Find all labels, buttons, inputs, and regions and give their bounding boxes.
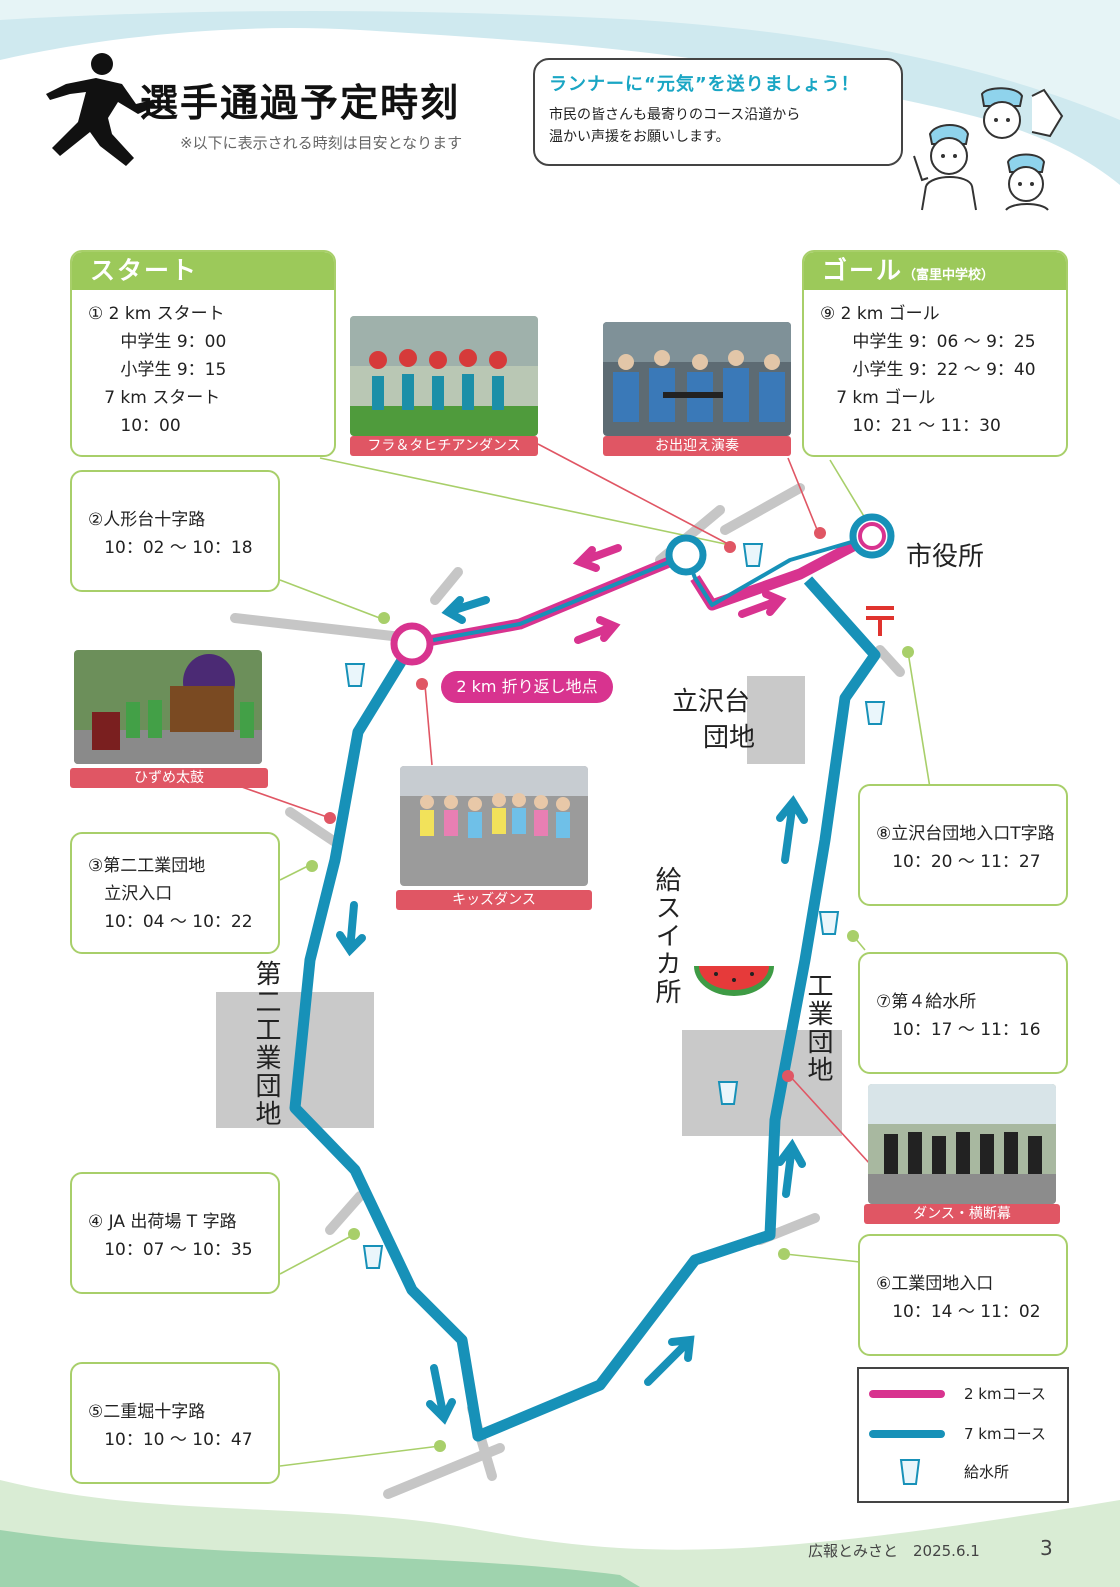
card-checkpoint-5: ⑤二重堀十字路 10：10 ～ 10：47 — [70, 1362, 280, 1484]
footer-publication: 広報とみさと 2025.6.1 — [808, 1542, 980, 1560]
card-checkpoint-6: ⑥工業団地入口 10：14 ～ 11：02 — [858, 1234, 1068, 1356]
legend-swatch-2km — [869, 1390, 945, 1398]
card-start: スタート ① 2 km スタート 中学生 9：00 小学生 9：15 7 km … — [70, 250, 336, 457]
label-city-hall: 市役所 — [906, 542, 985, 572]
photo-brass-band-label: お出迎え演奏 — [603, 436, 791, 456]
runner-icon — [46, 53, 156, 166]
page-title: 選手通過予定時刻 — [140, 81, 461, 125]
message-line-1: 市民の皆さんも最寄りのコース沿道から — [549, 107, 801, 123]
page-number: 3 — [1040, 1536, 1053, 1560]
turnaround-point-label: 2 km 折り返し地点 — [441, 671, 613, 703]
card-checkpoint-7: ⑦第４給水所 10：17 ～ 11：16 — [858, 952, 1068, 1074]
cheering-kids-illustration — [913, 87, 1064, 211]
label-tatsuzawadai: 立沢台 — [672, 687, 751, 717]
card-goal-heading: ゴール（富里中学校） — [804, 252, 1066, 290]
point-markers — [306, 527, 914, 1452]
watermelon-icon — [694, 966, 774, 996]
card-checkpoint-7-text: ⑦第４給水所 10：17 ～ 11：16 — [876, 992, 1041, 1040]
photo-dance-banner — [868, 1084, 1056, 1204]
card-start-times: ① 2 km スタート 中学生 9：00 小学生 9：15 7 km スタート … — [88, 304, 227, 436]
card-checkpoint-8: ⑧立沢台団地入口T字路 10：20 ～ 11：27 — [858, 784, 1068, 906]
page-subtitle: ※以下に表示される時刻は目安となります — [180, 134, 463, 152]
card-checkpoint-4: ④ JA 出荷場 T 字路 10：07 ～ 10：35 — [70, 1172, 280, 1294]
photo-brass-band — [603, 322, 791, 436]
connector-lines — [221, 443, 931, 1467]
card-checkpoint-3-text: ③第二工業団地 立沢入口 10：04 ～ 10：22 — [88, 856, 253, 932]
taiko-drums-image — [74, 650, 262, 764]
message-heading: ランナーに“元気”を送りましょう！ — [549, 74, 860, 95]
photo-dance-banner-label: ダンス・横断幕 — [864, 1204, 1060, 1224]
photo-taiko-label: ひずめ太鼓 — [70, 768, 268, 788]
legend-row-2km: 2 kmコース — [869, 1379, 1046, 1409]
message-line-2: 温かい声援をお願いします。 — [549, 129, 730, 146]
label-dai2-kogyo-danchi: 第二工業団地 — [251, 960, 281, 1128]
legend-label-water: 給水所 — [964, 1463, 1010, 1481]
course-7km — [289, 576, 881, 1442]
course-2km — [410, 531, 875, 650]
legend-row-water: 給水所 — [869, 1457, 1009, 1487]
legend-label-7km: 7 kmコース — [964, 1425, 1046, 1443]
card-checkpoint-2-text: ②人形台十字路 10：02 ～ 10：18 — [88, 510, 253, 558]
card-goal-times: ⑨ 2 km ゴール 中学生 9：06 ～ 9：25 小学生 9：22 ～ 9：… — [820, 304, 1036, 436]
card-goal: ゴール（富里中学校） ⑨ 2 km ゴール 中学生 9：06 ～ 9：25 小学… — [802, 250, 1068, 457]
label-kogyo-danchi: 工業団地 — [803, 972, 833, 1084]
water-cups — [344, 543, 886, 1269]
card-goal-title: ゴール — [822, 256, 904, 285]
message-body: 市民の皆さんも最寄りのコース沿道から 温かい声援をお願いします。 — [549, 104, 887, 149]
card-start-heading: スタート — [72, 252, 334, 290]
card-checkpoint-2: ②人形台十字路 10：02 ～ 10：18 — [70, 470, 280, 592]
course-7km-overlap — [411, 534, 873, 646]
card-goal-location: （富里中学校） — [903, 268, 995, 283]
card-checkpoint-4-text: ④ JA 出荷場 T 字路 10：07 ～ 10：35 — [88, 1212, 253, 1260]
legend-label-2km: 2 kmコース — [964, 1385, 1046, 1403]
card-checkpoint-3: ③第二工業団地 立沢入口 10：04 ～ 10：22 — [70, 832, 280, 954]
card-checkpoint-5-text: ⑤二重堀十字路 10：10 ～ 10：47 — [88, 1402, 253, 1450]
card-checkpoint-6-text: ⑥工業団地入口 10：14 ～ 11：02 — [876, 1274, 1041, 1322]
hula-dance-image — [350, 316, 538, 436]
brass-band-image — [603, 322, 791, 436]
photo-kids-dance-label: キッズダンス — [396, 890, 592, 910]
photo-hula-dance — [350, 316, 538, 436]
message-bubble: ランナーに“元気”を送りましょう！ 市民の皆さんも最寄りのコース沿道から 温かい… — [533, 58, 903, 166]
post-office-icon — [866, 606, 894, 636]
card-checkpoint-8-text: ⑧立沢台団地入口T字路 10：20 ～ 11：27 — [876, 824, 1055, 872]
photo-kids-dance — [400, 766, 588, 886]
legend-row-7km: 7 kmコース — [869, 1419, 1046, 1449]
dance-banner-image — [868, 1084, 1056, 1204]
map-legend: 2 kmコース 7 kmコース 給水所 — [857, 1367, 1069, 1503]
legend-swatch-7km — [869, 1430, 945, 1438]
direction-arrows — [336, 544, 808, 1425]
label-danchi: 団地 — [703, 723, 756, 753]
water-cup-icon — [899, 1459, 921, 1485]
kids-dance-image — [400, 766, 588, 886]
photo-taiko-drums — [74, 650, 262, 764]
course-nodes — [390, 513, 895, 666]
label-suika-station: 給スイカ所 — [651, 866, 681, 1006]
photo-hula-dance-label: フラ＆タヒチアンダンス — [350, 436, 538, 456]
